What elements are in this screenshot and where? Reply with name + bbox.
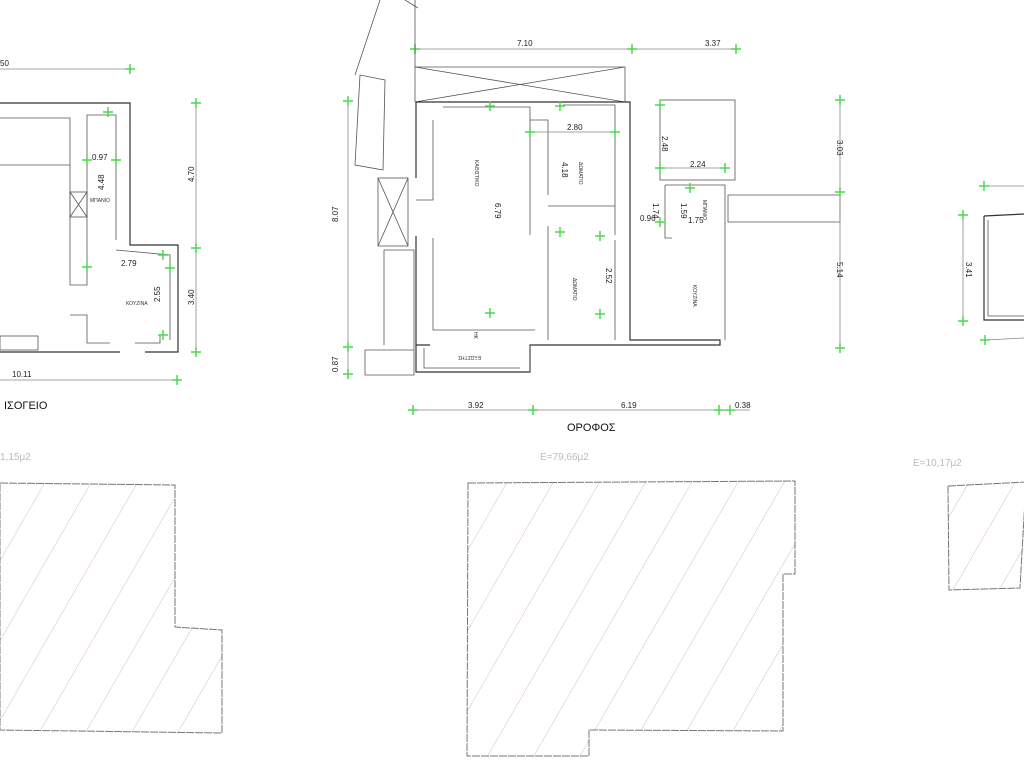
- roof-plan: 3.41: [957, 180, 1024, 346]
- area-hatch-upper: [466, 480, 796, 757]
- upper-floor-plan: 7.10 3.37 ΚΑΘΙΣΤΙΚΟ 6.79 2.80 4.18 ΔΩΜΑΤ…: [331, 0, 846, 434]
- plan-title: ΟΡΟΦΟΣ: [567, 422, 616, 434]
- dim-label: 6.19: [621, 401, 637, 410]
- dim-label: 3.37: [705, 39, 721, 48]
- dim-label: 3.40: [187, 289, 196, 305]
- dim-label: 10.11: [12, 370, 32, 379]
- room-label: ΜΠΑΝΙΟ: [701, 200, 707, 220]
- dim-label: 2.80: [567, 123, 583, 132]
- area-diagrams: 1,15μ2 Ε=79,66μ2 Ε=10,17μ2: [0, 452, 1024, 757]
- dim-label: 5.14: [835, 262, 844, 278]
- dim-label: 2.48: [660, 136, 669, 152]
- dim-label: 1.74: [651, 203, 660, 219]
- ground-floor-plan: 50 0.97 4.48 ΜΠΑΝΙΟ 2.79 ΚΟΥΖΙΝΑ 2.55 4.…: [0, 59, 202, 412]
- area-label-roof: Ε=10,17μ2: [913, 458, 962, 469]
- room-label: ΔΩΜΑΤΙΟ: [571, 278, 577, 301]
- area-hatch-roof: [947, 481, 1024, 591]
- dim-label: 4.18: [560, 162, 569, 178]
- dim-label: 3.03: [835, 140, 844, 156]
- room-label: ΚΟΥΖΙΝΑ: [126, 301, 148, 307]
- dim-label: 4.70: [187, 166, 196, 182]
- dim-label: 3.41: [964, 262, 973, 278]
- dim-label: 1.75: [688, 216, 704, 225]
- dim-label: 8.07: [331, 206, 340, 222]
- dim-label: 3.92: [468, 401, 484, 410]
- dim-label: 0.87: [331, 356, 340, 372]
- room-label: ΚΟΥΖΙΝΑ: [691, 285, 697, 307]
- area-label-ground: 1,15μ2: [0, 452, 31, 463]
- dim-label: 2.55: [153, 286, 162, 302]
- dim-label: 50: [0, 59, 9, 68]
- dim-label: 1.59: [679, 203, 688, 219]
- room-label: ΗΚ: [472, 332, 478, 340]
- dim-label: 2.52: [604, 268, 613, 284]
- room-label: ΜΠΑΝΙΟ: [90, 198, 110, 204]
- dim-label: 4.48: [97, 174, 106, 190]
- room-label: ΚΑΘΙΣΤΙΚΟ: [473, 160, 479, 187]
- dim-label: 2.79: [121, 259, 137, 268]
- area-hatch-ground: [0, 482, 223, 734]
- dim-label: 0.38: [735, 401, 751, 410]
- area-label-upper: Ε=79,66μ2: [540, 452, 589, 463]
- plan-title: ΙΣΟΓΕΙΟ: [4, 400, 48, 412]
- dim-label: 0.96: [640, 214, 656, 223]
- room-label: ΕΞΩΣΤΗΣ: [458, 354, 481, 360]
- dim-label: 2.24: [690, 160, 706, 169]
- dim-label: 7.10: [517, 39, 533, 48]
- room-label: ΔΩΜΑΤΙΟ: [577, 162, 583, 185]
- dim-label: 0.97: [92, 153, 108, 162]
- dim-label: 6.79: [493, 203, 502, 219]
